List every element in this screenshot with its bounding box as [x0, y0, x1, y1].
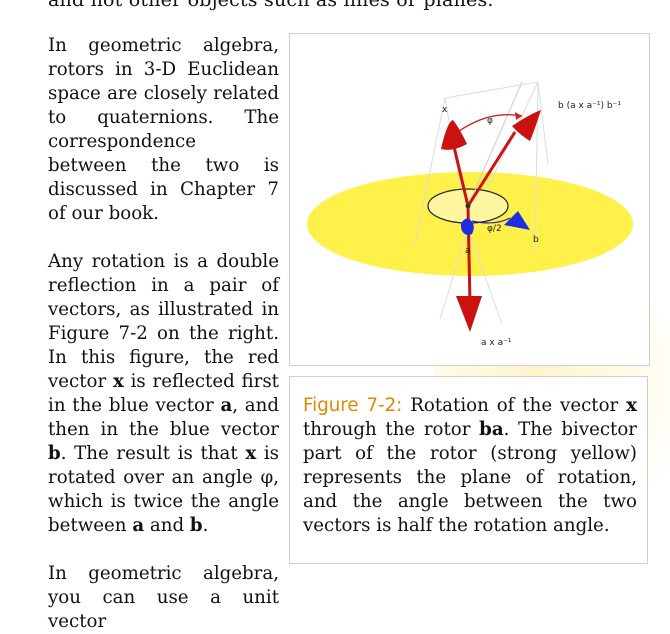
figure-rotation-illustration: x φ b (a x a⁻¹) b⁻¹ φ/2 a b a x a⁻¹	[289, 33, 650, 366]
paragraph-unit-vector: In geometric algebra, you can use a unit…	[48, 563, 279, 632]
caption-text: . The bivector part of the rotor (strong…	[303, 419, 637, 536]
label-half-phi: φ/2	[487, 224, 502, 234]
origin-point	[465, 203, 471, 209]
caption-title: Figure 7-2:	[303, 395, 403, 416]
text-run: is reflected first in the blue vector	[48, 371, 279, 416]
symbol-b: b	[189, 515, 203, 536]
caption-text: Rotation of the vector	[402, 395, 627, 416]
vector-result-shaft	[466, 131, 517, 207]
vector-a-arrowhead-icon	[460, 218, 474, 235]
caption-text: through the rotor	[303, 419, 480, 440]
vector-b-arrowhead-icon	[504, 211, 530, 230]
label-result-vector: b (a x a⁻¹) b⁻¹	[558, 101, 621, 111]
arrowhead-icon	[515, 112, 522, 120]
axis-line	[467, 81, 523, 207]
symbol-b: b	[48, 443, 61, 464]
symbol-x: x	[245, 443, 257, 464]
symbol-a: a	[220, 395, 233, 416]
symbol-x: x	[626, 395, 637, 416]
symbol-a: a	[132, 515, 145, 536]
figure-caption: Figure 7-2: Rotation of the vector x thr…	[289, 376, 648, 564]
text-run: , and then in the blue vector	[48, 395, 280, 440]
vector-x-arrowhead-icon	[441, 120, 467, 150]
label-x: x	[442, 105, 448, 115]
text-run: and	[144, 515, 190, 536]
angle-half-phi-arc	[471, 217, 511, 224]
text-run: is rotated over an angle φ, which is twi…	[48, 443, 279, 536]
vector-result-arrowhead-icon	[512, 110, 541, 141]
text-run: . The result is that	[60, 443, 246, 464]
text-run: .	[202, 515, 209, 536]
label-phi: φ	[487, 116, 493, 126]
rotation-diagram: x φ b (a x a⁻¹) b⁻¹ φ/2 a b a x a⁻¹	[307, 81, 633, 348]
label-b: b	[533, 235, 539, 245]
symbol-ba: ba	[479, 419, 504, 440]
symbol-x: x	[112, 371, 124, 392]
paragraph-double-reflection: Any rotation is a double reflection in a…	[48, 250, 279, 538]
red-vectors	[441, 110, 541, 332]
blue-vectors	[460, 211, 530, 235]
label-a: a	[465, 246, 471, 256]
label-reflected-x: a x a⁻¹	[481, 338, 512, 348]
vector-axa-arrowhead-icon	[456, 296, 482, 332]
text-run: Any rotation is a double reflection in a…	[48, 251, 279, 392]
previous-paragraph-tail: and not other objects such as lines or p…	[48, 0, 494, 11]
paragraph-rotors-quaternions: In geometric algebra, rotors in 3-D Eucl…	[48, 35, 279, 224]
left-text-column: In geometric algebra, rotors in 3-D Eucl…	[48, 34, 279, 634]
